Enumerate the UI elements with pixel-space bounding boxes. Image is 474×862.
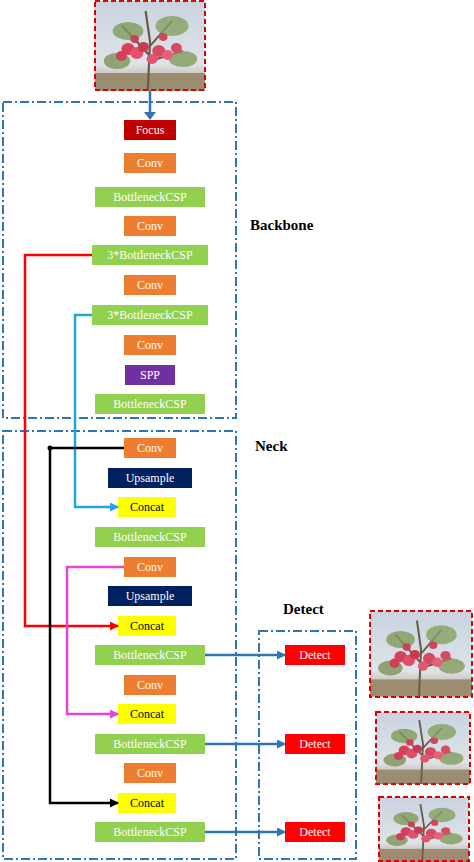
feature-connector <box>205 654 285 657</box>
feature-connector <box>25 255 118 626</box>
layer-name: Conv <box>134 156 166 171</box>
layer-name: BottleneckCSP <box>110 190 189 205</box>
layer-box: Conv <box>124 335 176 355</box>
layer-box: BottleneckCSP <box>95 527 205 547</box>
layer-name: BottleneckCSP <box>110 648 189 663</box>
layer-name: BottleneckCSP <box>110 530 189 545</box>
layer-box: Concat <box>118 497 176 517</box>
layer-name: Conv <box>134 560 166 575</box>
layer-name: Conv <box>134 338 166 353</box>
layer-name: Detect <box>296 825 333 840</box>
layer-name: Upsample <box>123 471 178 486</box>
layer-name: 3*BottleneckCSP <box>104 248 195 263</box>
layer-box: Conv <box>124 675 176 695</box>
layer-box: Concat <box>118 793 176 813</box>
layer-box: Upsample <box>108 586 192 606</box>
layer-name: Conv <box>134 219 166 234</box>
layer-box: Concat <box>118 704 176 724</box>
layer-box: BottleneckCSP <box>95 734 205 754</box>
stage-label: Neck <box>255 438 288 455</box>
layer-name: Upsample <box>123 589 178 604</box>
input-arrow <box>149 91 152 113</box>
output-photo <box>370 611 472 697</box>
stage-label: Detect <box>283 601 324 618</box>
layer-box: BottleneckCSP <box>95 822 205 842</box>
layer-name: Concat <box>127 707 167 722</box>
layer-box: Detect <box>285 734 345 754</box>
layer-box: Concat <box>118 616 176 636</box>
layer-box: Conv <box>124 216 176 236</box>
layer-name: 3*BottleneckCSP <box>104 308 195 323</box>
layer-box: Upsample <box>108 468 192 488</box>
layer-box: BottleneckCSP <box>95 645 205 665</box>
layer-name: Detect <box>296 648 333 663</box>
stage-frame: NeckConvUpsampleConcatBottleneckCSPConvU… <box>2 430 237 860</box>
layer-name: Concat <box>127 796 167 811</box>
layer-box: Conv <box>124 438 176 458</box>
junction-dot <box>48 446 53 451</box>
layer-box: Detect <box>285 645 345 665</box>
layer-box: BottleneckCSP <box>95 187 205 207</box>
layer-box: BottleneckCSP <box>95 394 205 414</box>
layer-name: Detect <box>296 737 333 752</box>
layer-box: SPP <box>125 365 175 385</box>
layer-box: 3*BottleneckCSP <box>92 305 208 325</box>
feature-connector <box>67 567 124 714</box>
layer-name: Concat <box>127 619 167 634</box>
layer-name: Focus <box>133 123 168 138</box>
layer-name: Conv <box>134 678 166 693</box>
layer-name: Conv <box>134 766 166 781</box>
input-photo <box>95 1 205 91</box>
layer-name: Conv <box>134 278 166 293</box>
feature-connector <box>205 831 285 834</box>
layer-name: BottleneckCSP <box>110 397 189 412</box>
layer-box: Focus <box>124 120 176 140</box>
layer-box: Conv <box>124 763 176 783</box>
feature-connector <box>50 448 124 803</box>
input-arrow-head <box>144 112 156 120</box>
stage-frame: BackboneFocusConvBottleneckCSPConv3*Bott… <box>2 101 237 419</box>
layer-box: Conv <box>124 153 176 173</box>
feature-connector <box>205 743 285 746</box>
layer-name: BottleneckCSP <box>110 737 189 752</box>
layer-box: Detect <box>285 822 345 842</box>
layer-name: SPP <box>137 368 163 383</box>
layer-name: Concat <box>127 500 167 515</box>
stage-label: Backbone <box>250 217 313 234</box>
stage-frame: DetectDetectDetectDetect <box>258 630 357 860</box>
feature-connector <box>75 315 118 507</box>
output-photo <box>379 797 469 862</box>
layer-box: 3*BottleneckCSP <box>92 245 208 265</box>
layer-name: BottleneckCSP <box>110 825 189 840</box>
layer-box: Conv <box>124 275 176 295</box>
layer-box: Conv <box>124 557 176 577</box>
output-photo <box>376 712 470 784</box>
layer-name: Conv <box>134 441 166 456</box>
